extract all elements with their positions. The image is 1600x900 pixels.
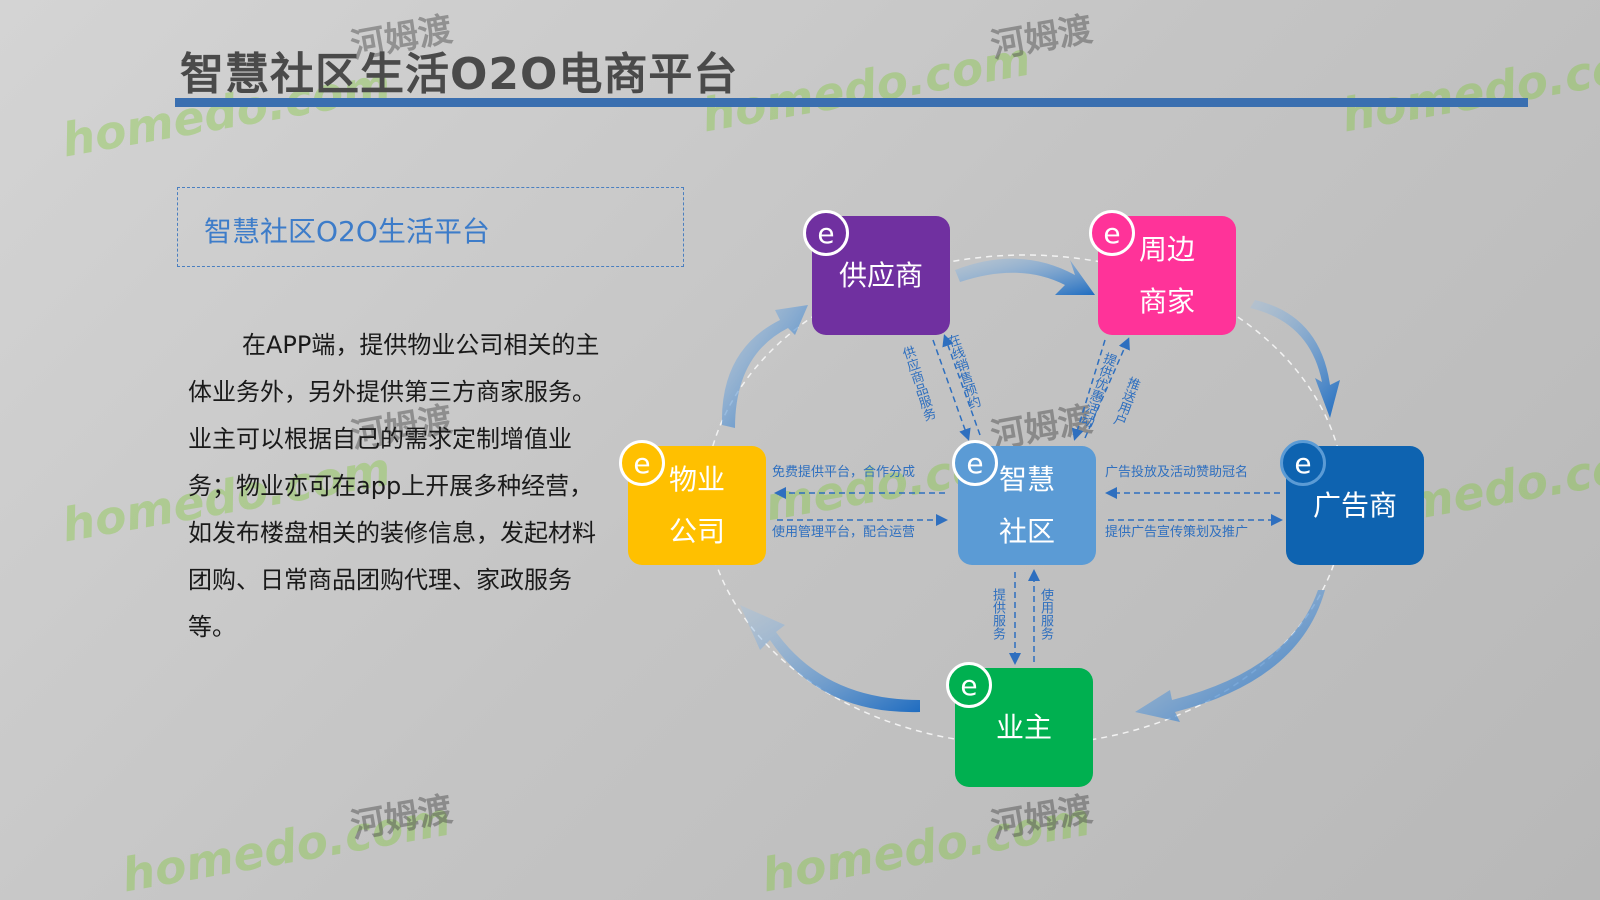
node-label: 智慧 — [998, 462, 1055, 496]
flow-line — [1071, 339, 1106, 441]
flow-label: 提供广告宣传策划及推广 — [1105, 525, 1249, 540]
flow-line — [1084, 337, 1130, 439]
flow-label: 使用管理平台，配合运营 — [772, 525, 916, 540]
cycle-arrows — [721, 258, 1340, 722]
flow-label: 免费提供平台，合作分成 — [772, 465, 916, 480]
flow-line — [942, 334, 981, 436]
subtitle-box: 智慧社区O2O生活平台 — [177, 187, 684, 267]
node-label: 广告商 — [1312, 488, 1397, 522]
arrow-supplier-merchant — [955, 258, 1095, 295]
arrow-merchant-advertiser — [1250, 300, 1340, 418]
e-badge-icon: e — [1089, 210, 1135, 256]
node-label: 供应商 — [838, 258, 923, 292]
node-label: 公司 — [668, 514, 725, 548]
page-title: 智慧社区生活O2O电商平台 — [180, 49, 739, 100]
node-label: 周边 — [1138, 232, 1195, 266]
flow-line — [932, 339, 971, 441]
node-supplier: 供应商 — [812, 216, 950, 335]
node-label: 商家 — [1138, 284, 1195, 318]
node-label: 社区 — [998, 514, 1055, 548]
arrow-advertiser-owner — [1135, 590, 1325, 722]
title-underline — [175, 98, 1528, 107]
flow-label: 广告投放及活动赞助冠名 — [1105, 465, 1249, 480]
e-badge-icon: e — [619, 440, 665, 486]
e-badge-icon: e — [1280, 440, 1326, 486]
node-label: 业主 — [995, 710, 1052, 744]
e-badge-icon: e — [803, 210, 849, 256]
subtitle: 智慧社区O2O生活平台 — [204, 215, 490, 248]
description: 在APP端，提供物业公司相关的主体业务外，另外提供第三方商家服务。业主可以根据自… — [188, 331, 600, 641]
e-badge-icon: e — [952, 440, 998, 486]
arrow-owner-property — [740, 605, 920, 713]
arrow-property-supplier — [721, 305, 808, 428]
node-label: 物业 — [668, 462, 725, 496]
flow-label: 使用服务 — [1038, 588, 1053, 640]
node-advertiser: 广告商 — [1286, 446, 1424, 565]
e-badge-icon: e — [946, 662, 992, 708]
flow-label: 提供服务 — [990, 588, 1005, 640]
